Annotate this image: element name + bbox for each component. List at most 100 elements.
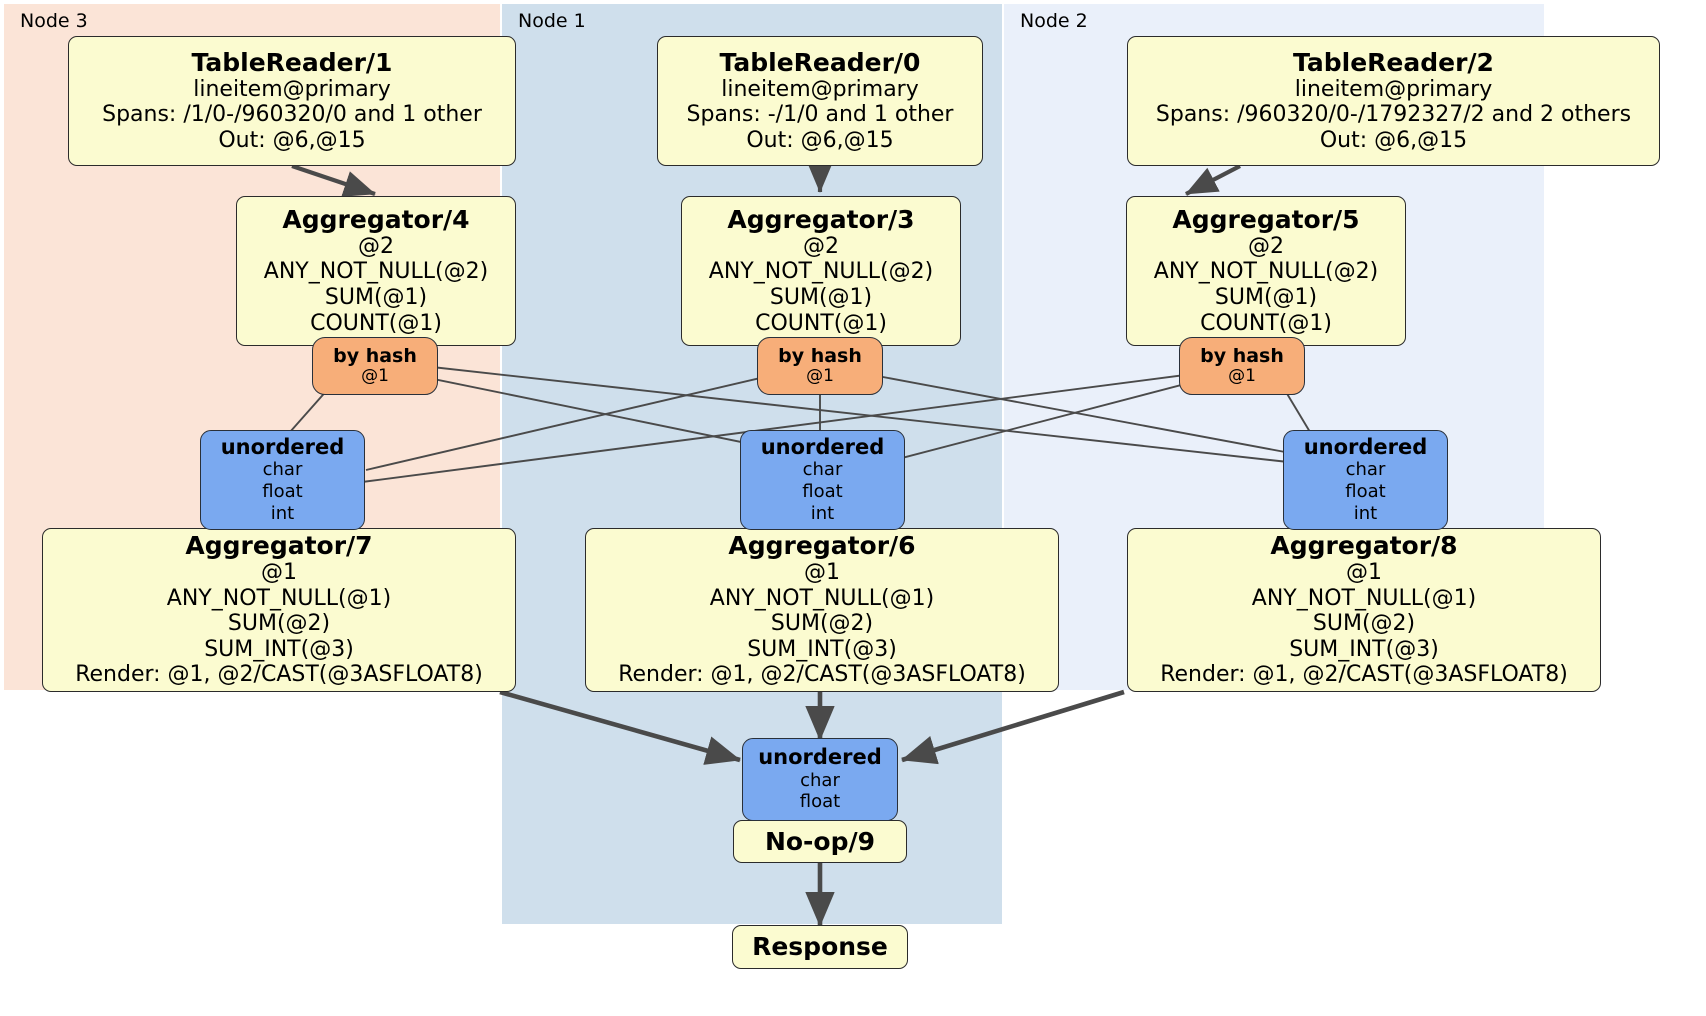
node-title: Aggregator/4: [282, 204, 470, 234]
node-aggregator-6[interactable]: Aggregator/6 @1 ANY_NOT_NULL(@1) SUM(@2)…: [585, 528, 1059, 692]
node-detail-line: Out: @6,@15: [1319, 127, 1468, 153]
node-detail-line: lineitem@primary: [721, 76, 919, 102]
node-detail-line: SUM(@2): [1312, 611, 1416, 637]
node-detail-line: char: [802, 459, 843, 481]
node-detail-line: COUNT(@1): [310, 310, 442, 336]
node-hash-router-center[interactable]: by hash @1: [757, 337, 883, 395]
node-title: by hash: [333, 344, 417, 367]
edge-aggregator7-unorderedfinal: [499, 689, 741, 765]
node-detail-line: int: [270, 502, 295, 524]
node-detail-line: char: [1345, 459, 1386, 481]
node-title: by hash: [778, 344, 862, 367]
node-detail-line: @2: [358, 233, 394, 259]
node-detail-line: SUM(@2): [770, 611, 874, 637]
region-label-node3: Node 3: [20, 10, 88, 32]
node-unordered-right[interactable]: unordered char float int: [1283, 430, 1448, 530]
node-title: TableReader/0: [719, 47, 921, 77]
node-detail-line: SUM_INT(@3): [747, 636, 897, 662]
edge-hashcenter-unorderedright: [855, 371, 1286, 453]
node-detail-line: float: [799, 791, 841, 813]
node-title: No-op/9: [764, 826, 876, 856]
node-detail-line: @1: [806, 365, 834, 386]
node-aggregator-3[interactable]: Aggregator/3 @2 ANY_NOT_NULL(@2) SUM(@1)…: [681, 196, 961, 346]
edge-hashleft-unorderedright: [413, 364, 1289, 463]
node-title: Aggregator/3: [727, 204, 915, 234]
node-detail-line: Spans: /1/0-/960320/0 and 1 other: [102, 102, 482, 128]
node-title: TableReader/1: [191, 47, 393, 77]
node-title: TableReader/2: [1293, 47, 1494, 77]
node-detail-line: ANY_NOT_NULL(@1): [1251, 585, 1477, 611]
edge-hashleft-unorderedcenter: [413, 374, 791, 453]
node-detail-line: COUNT(@1): [755, 310, 887, 336]
node-aggregator-5[interactable]: Aggregator/5 @2 ANY_NOT_NULL(@2) SUM(@1)…: [1126, 196, 1406, 346]
node-detail-line: SUM(@2): [227, 611, 331, 637]
node-detail-line: Out: @6,@15: [218, 127, 366, 153]
node-title: by hash: [1200, 344, 1284, 367]
node-detail-line: @1: [804, 560, 840, 586]
node-detail-line: lineitem@primary: [1294, 76, 1493, 102]
node-unordered-left[interactable]: unordered char float int: [200, 430, 365, 530]
edge-tablereader2-aggregator5: [1185, 164, 1241, 196]
node-detail-line: SUM(@1): [324, 285, 428, 310]
node-tablereader-1[interactable]: TableReader/1 lineitem@primary Spans: /1…: [68, 36, 516, 166]
region-label-node1: Node 1: [518, 10, 586, 32]
edge-hashcenter-unorderedleft: [365, 371, 787, 471]
node-detail-line: @1: [1346, 560, 1382, 586]
node-title: unordered: [760, 434, 885, 459]
node-title: unordered: [758, 745, 882, 770]
node-tablereader-2[interactable]: TableReader/2 lineitem@primary Spans: /9…: [1127, 36, 1660, 166]
node-hash-router-right[interactable]: by hash @1: [1179, 337, 1305, 395]
node-detail-line: @2: [1248, 233, 1284, 259]
edge-aggregator8-unorderedfinal: [901, 689, 1125, 765]
node-title: Aggregator/5: [1172, 204, 1360, 234]
node-detail-line: Render: @1, @2/CAST(@3ASFLOAT8): [618, 662, 1026, 688]
node-detail-line: Out: @6,@15: [746, 127, 894, 153]
node-detail-line: Render: @1, @2/CAST(@3ASFLOAT8): [75, 662, 483, 688]
node-detail-line: ANY_NOT_NULL(@1): [709, 585, 935, 611]
node-detail-line: SUM(@1): [769, 285, 873, 310]
edge-tablereader1-aggregator4: [291, 164, 376, 197]
node-title: Aggregator/8: [1270, 531, 1458, 561]
node-title: Response: [752, 932, 888, 961]
node-detail-line: float: [262, 480, 303, 502]
node-title: unordered: [220, 434, 345, 459]
node-detail-line: char: [800, 769, 840, 791]
node-detail-line: @1: [1228, 365, 1256, 386]
node-detail-line: int: [810, 502, 835, 524]
node-hash-router-left[interactable]: by hash @1: [312, 337, 438, 395]
node-aggregator-7[interactable]: Aggregator/7 @1 ANY_NOT_NULL(@1) SUM(@2)…: [42, 528, 516, 692]
node-detail-line: ANY_NOT_NULL(@1): [166, 585, 392, 611]
node-detail-line: float: [802, 480, 843, 502]
node-detail-line: Spans: -/1/0 and 1 other: [686, 102, 954, 128]
node-detail-line: lineitem@primary: [193, 76, 391, 102]
node-tablereader-0[interactable]: TableReader/0 lineitem@primary Spans: -/…: [657, 36, 983, 166]
region-label-node2: Node 2: [1020, 10, 1088, 32]
node-detail-line: ANY_NOT_NULL(@2): [708, 259, 934, 285]
node-detail-line: char: [262, 459, 303, 481]
node-noop-9[interactable]: No-op/9: [733, 820, 907, 863]
node-detail-line: ANY_NOT_NULL(@2): [263, 259, 489, 285]
edge-hashright-unorderedleft: [361, 371, 1209, 483]
node-detail-line: SUM_INT(@3): [204, 636, 354, 662]
node-response[interactable]: Response: [732, 925, 908, 969]
node-unordered-center[interactable]: unordered char float int: [740, 430, 905, 530]
node-title: Aggregator/6: [728, 531, 916, 561]
node-detail-line: @1: [261, 560, 297, 586]
edge-hashright-unorderedcenter: [855, 377, 1209, 471]
node-detail-line: COUNT(@1): [1200, 310, 1332, 336]
node-unordered-final[interactable]: unordered char float: [742, 738, 898, 821]
node-detail-line: int: [1353, 502, 1378, 524]
node-detail-line: float: [1345, 480, 1386, 502]
node-detail-line: @2: [803, 233, 839, 259]
node-title: unordered: [1303, 434, 1428, 459]
node-aggregator-8[interactable]: Aggregator/8 @1 ANY_NOT_NULL(@1) SUM(@2)…: [1127, 528, 1601, 692]
node-aggregator-4[interactable]: Aggregator/4 @2 ANY_NOT_NULL(@2) SUM(@1)…: [236, 196, 516, 346]
node-detail-line: SUM_INT(@3): [1289, 636, 1439, 662]
node-detail-line: Render: @1, @2/CAST(@3ASFLOAT8): [1160, 662, 1568, 688]
node-detail-line: SUM(@1): [1214, 285, 1318, 310]
node-detail-line: @1: [361, 365, 389, 386]
node-detail-line: Spans: /960320/0-/1792327/2 and 2 others: [1155, 102, 1632, 128]
node-title: Aggregator/7: [185, 531, 373, 561]
